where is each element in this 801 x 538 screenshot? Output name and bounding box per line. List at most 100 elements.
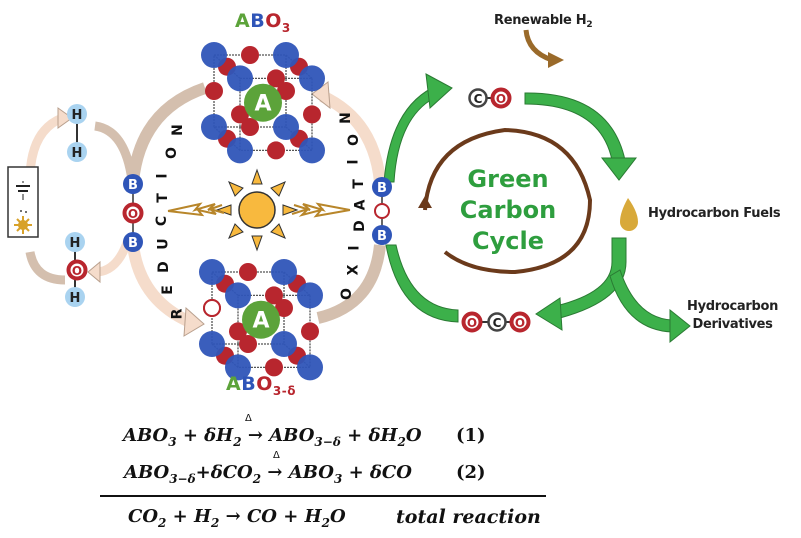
atom-label: B xyxy=(377,229,387,244)
formula-o: O xyxy=(256,373,273,395)
equation-2-number: (2) xyxy=(456,462,486,483)
cycle-line: Cycle xyxy=(472,227,544,255)
vertical-letter: I xyxy=(346,245,363,251)
formula-sub: 3-δ xyxy=(272,384,296,398)
oxygen-atom xyxy=(205,82,223,100)
b-site-atom xyxy=(273,114,299,140)
formula-b: B xyxy=(250,10,266,32)
atom-label: O xyxy=(72,264,82,278)
sun-small-icon xyxy=(14,216,32,234)
cycle-line: Carbon xyxy=(459,196,557,224)
a-atom-label: A xyxy=(254,92,271,117)
eq-term: ABO xyxy=(288,462,334,483)
eq-sub: 2 xyxy=(233,435,242,449)
eq-term: ABO xyxy=(124,462,170,483)
eq-term: CO xyxy=(128,506,159,527)
a-site-atom xyxy=(242,300,280,339)
eq-term: + δH xyxy=(340,425,398,446)
b-site-atom xyxy=(227,65,253,92)
eq-sub: 3 xyxy=(333,472,343,486)
b-site-atom xyxy=(199,259,225,285)
atom-label: C xyxy=(474,92,483,106)
eq-sub: 3−δ xyxy=(314,435,341,449)
hydrocarbon-derivatives-label: Hydrocarbon Derivatives xyxy=(687,298,778,334)
vertical-letter: N xyxy=(337,112,354,124)
b-site-atom xyxy=(299,137,325,164)
eq-sub: 2 xyxy=(321,516,330,530)
vertical-letter: O xyxy=(338,288,355,300)
vertical-letter: X xyxy=(345,264,362,276)
eq-sub: 2 xyxy=(397,435,406,449)
vertical-letter: T xyxy=(350,179,367,189)
hydrocarbon-fuels-label: Hydrocarbon Fuels xyxy=(648,206,781,221)
oxygen-atom xyxy=(239,335,257,353)
eq-arrow: → xyxy=(247,425,263,446)
b-site-atom xyxy=(271,331,297,357)
b-site-atom xyxy=(297,282,323,309)
vertical-letter: O xyxy=(163,147,180,159)
atom-label: O xyxy=(128,207,138,221)
energy-source-box xyxy=(7,166,39,238)
oxygen-atom xyxy=(241,46,259,64)
eq-term: ABO xyxy=(269,425,315,446)
eq-term: + δH xyxy=(176,425,234,446)
eq-term: ABO xyxy=(123,425,169,446)
eq-sub: 3 xyxy=(168,435,177,449)
eq-term: O xyxy=(405,425,422,446)
b-site-atom xyxy=(271,259,297,285)
equation-1: ABO3 + δH2 → ABO3−δ + δH2O xyxy=(123,425,422,449)
delta-symbol-2: Δ xyxy=(273,450,280,461)
total-reaction-label: total reaction xyxy=(396,506,541,528)
bob-chain-left: B O B xyxy=(122,174,144,252)
oxygen-atom xyxy=(275,299,293,317)
eq-term: O xyxy=(329,506,346,527)
formula-abo3-top: ABO3 xyxy=(235,10,291,35)
formula-b: B xyxy=(241,373,257,395)
oxygen-atom xyxy=(229,322,247,341)
co2-molecule: O C O xyxy=(461,311,531,333)
vertical-letter: I xyxy=(345,159,362,165)
water-cycle-arrows xyxy=(25,107,137,285)
sun-icon xyxy=(215,168,299,252)
formula-a: A xyxy=(235,10,251,32)
renewable-h2-arrowhead xyxy=(548,52,564,68)
atom-label: B xyxy=(377,181,387,196)
oxygen-atom xyxy=(267,141,285,160)
formula-a: A xyxy=(226,373,242,395)
bob-chain-right: B B xyxy=(372,177,392,245)
cycle-line: Green xyxy=(467,165,549,193)
derivatives-line: Hydrocarbon xyxy=(687,299,779,314)
eq-arrow: → xyxy=(267,462,283,483)
vertical-letter: D xyxy=(351,220,368,232)
h2-molecule: H H xyxy=(67,104,87,162)
oxygen-atom xyxy=(303,105,321,124)
oxygen-vacancy xyxy=(203,299,221,317)
b-site-atom xyxy=(225,354,251,381)
equation-1-number: (1) xyxy=(456,425,486,446)
perovskite-cube-abo3: A xyxy=(201,42,325,164)
vertical-letter: I xyxy=(154,173,171,179)
oxygen-atom xyxy=(301,322,319,341)
eq-sub: 2 xyxy=(158,516,167,530)
total-reaction-equation: CO2 + H2 → CO + H2O xyxy=(128,506,346,530)
delta-symbol-1: Δ xyxy=(245,413,252,424)
b-site-atom xyxy=(227,137,253,164)
vertical-letter: C xyxy=(154,215,171,227)
derivatives-line: Derivatives xyxy=(692,317,773,332)
atom-label: H xyxy=(70,236,81,251)
formula-abo3-delta-bottom: ABO3-δ xyxy=(226,373,296,398)
vertical-letter: O xyxy=(345,134,362,146)
b-site-atom xyxy=(201,114,227,140)
oxygen-atom xyxy=(267,69,285,88)
vertical-letter: D xyxy=(155,261,172,273)
eq-sub: 3−δ xyxy=(169,472,196,486)
renewable-sub: 2 xyxy=(586,20,593,30)
atom-label: B xyxy=(128,178,138,193)
vertical-letter: R xyxy=(169,308,186,320)
atom-label: C xyxy=(493,316,502,330)
atom-label: H xyxy=(72,146,83,161)
atom-label: H xyxy=(72,108,83,123)
vertical-letter: A xyxy=(352,199,369,211)
vertical-letter: N xyxy=(169,124,186,136)
